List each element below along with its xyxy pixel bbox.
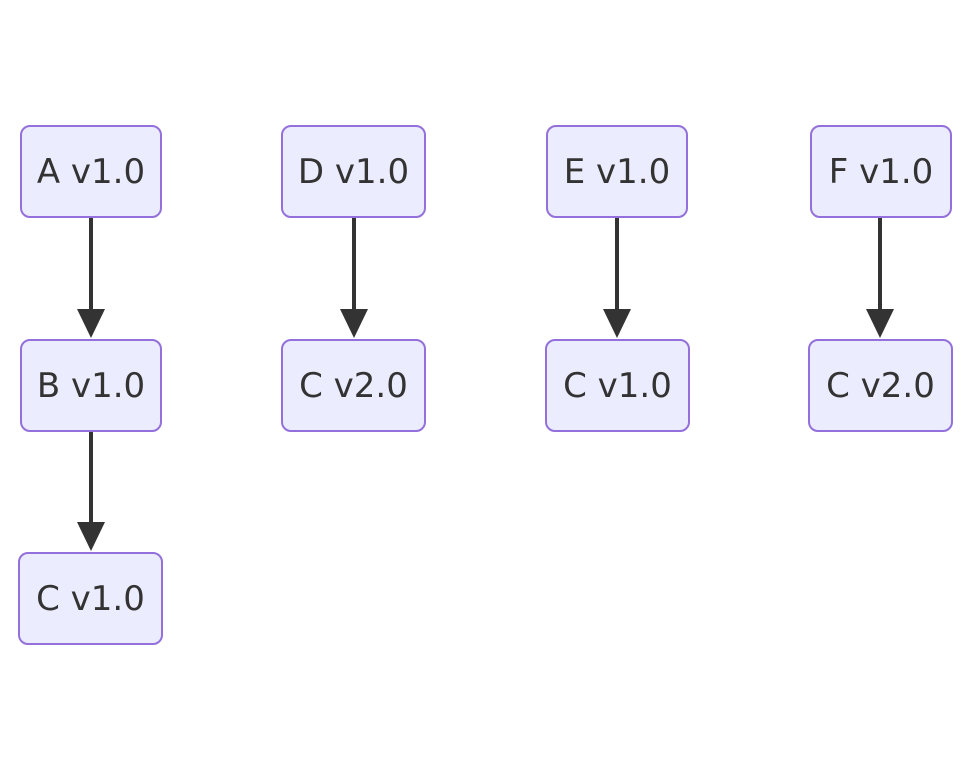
node-c-v1[interactable]: C v1.0 — [545, 339, 690, 432]
node-c-v2[interactable]: C v2.0 — [281, 339, 426, 432]
node-c-v2[interactable]: C v2.0 — [808, 339, 953, 432]
arrowhead-icon — [603, 309, 631, 338]
node-e-v1[interactable]: E v1.0 — [546, 125, 688, 218]
arrowhead-icon — [77, 309, 105, 338]
node-label: C v1.0 — [563, 365, 672, 406]
arrowhead-icon — [866, 309, 894, 338]
node-f-v1[interactable]: F v1.0 — [810, 125, 952, 218]
node-a-v1[interactable]: A v1.0 — [20, 125, 162, 218]
arrowhead-icon — [77, 522, 105, 551]
node-label: A v1.0 — [36, 151, 146, 192]
node-label: F v1.0 — [828, 151, 934, 192]
node-b-v1[interactable]: B v1.0 — [20, 339, 162, 432]
node-label: C v2.0 — [299, 365, 408, 406]
arrowhead-icon — [340, 309, 368, 338]
node-label: E v1.0 — [563, 151, 671, 192]
node-d-v1[interactable]: D v1.0 — [281, 125, 426, 218]
node-label: B v1.0 — [36, 365, 146, 406]
node-c-v1[interactable]: C v1.0 — [18, 552, 163, 645]
node-label: C v2.0 — [826, 365, 935, 406]
node-label: D v1.0 — [297, 151, 410, 192]
node-label: C v1.0 — [36, 578, 145, 619]
